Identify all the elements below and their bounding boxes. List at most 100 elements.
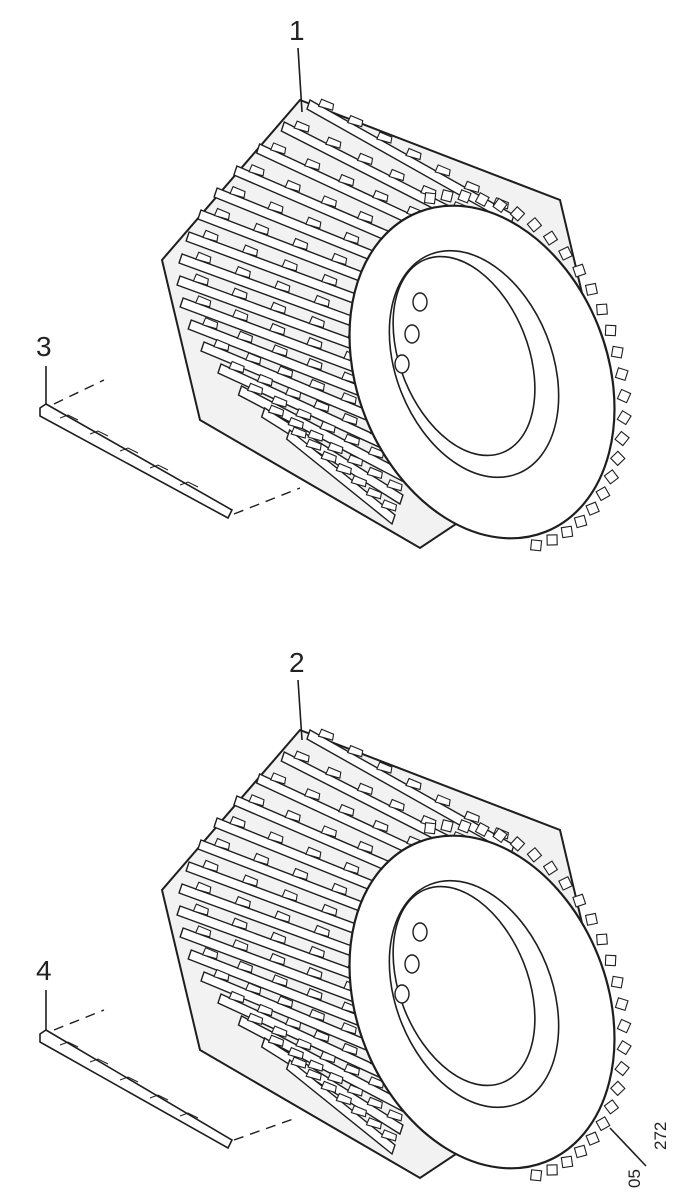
- drum-tooth: [236, 960, 254, 974]
- drum-tooth: [271, 344, 288, 357]
- drum-tooth: [284, 1016, 302, 1030]
- reference-divider: [609, 1127, 647, 1167]
- drum-bore-inner: [392, 255, 536, 457]
- drum-tooth: [320, 450, 337, 464]
- drum-tooth: [307, 1059, 324, 1072]
- mounting-hole-icon: [412, 922, 428, 942]
- drum-tooth: [271, 395, 288, 408]
- drum-tooth: [388, 798, 405, 812]
- fit-line: [233, 487, 301, 515]
- drum-tooth: [202, 229, 219, 243]
- drum-tooth: [269, 142, 287, 155]
- drum-tooth: [346, 114, 364, 128]
- drum-tooth: [313, 924, 330, 938]
- mounting-hole-icon: [404, 324, 420, 344]
- rim-tooth: [542, 230, 559, 246]
- drum-tooth: [305, 846, 322, 859]
- drum-tooth: [346, 1084, 364, 1097]
- drum-tooth: [308, 315, 325, 329]
- drum-tooth: [434, 794, 451, 807]
- drum-tooth: [327, 1071, 344, 1085]
- rim-tooth: [616, 410, 632, 426]
- drum-tooth: [365, 1117, 383, 1130]
- rim-tooth: [604, 324, 617, 337]
- drum-tooth: [308, 945, 325, 959]
- fit-line: [53, 379, 105, 405]
- rim-tooth: [573, 514, 588, 529]
- drum-tooth: [231, 917, 248, 930]
- drum-tooth: [256, 373, 274, 387]
- drum-tooth: [276, 365, 294, 378]
- drum-tooth: [376, 131, 393, 144]
- drum-tooth: [231, 287, 248, 300]
- drum-tooth: [201, 317, 219, 330]
- rim-tooth: [584, 912, 599, 926]
- drum-tooth: [319, 420, 336, 434]
- drum-tooth: [405, 147, 422, 161]
- drum-tooth: [365, 487, 383, 500]
- drum-tooth: [325, 136, 342, 149]
- reference-top: 05: [625, 1169, 644, 1188]
- drum-bar: [285, 428, 396, 526]
- drum-tooth: [317, 98, 335, 111]
- rim-tooth: [492, 827, 508, 844]
- rim-tooth: [603, 469, 620, 485]
- drum-tooth: [267, 1034, 285, 1047]
- mounting-hole-icon: [394, 354, 410, 374]
- mounting-hole-icon: [404, 954, 420, 974]
- fit-line: [233, 1117, 297, 1141]
- drum-tooth: [308, 378, 325, 392]
- drum-tooth: [195, 881, 212, 894]
- rim-tooth: [526, 846, 543, 863]
- drum-tooth: [291, 237, 309, 251]
- rim-tooth: [542, 860, 559, 876]
- drum-tooth: [241, 874, 259, 887]
- drum-tooth: [274, 910, 291, 923]
- drum-tooth: [305, 438, 322, 451]
- drum-tooth: [330, 252, 348, 266]
- drum-tooth: [293, 120, 310, 133]
- drum-tooth: [231, 939, 249, 952]
- rim-tooth: [585, 1131, 600, 1146]
- drum-tooth: [234, 265, 251, 279]
- drum-tooth: [372, 819, 389, 833]
- drum-bar: [285, 1058, 396, 1156]
- rim-tooth: [474, 821, 490, 838]
- drum-tooth: [231, 309, 249, 322]
- rim-tooth: [573, 1144, 588, 1159]
- drum-tooth: [229, 185, 246, 199]
- drum-bore-inner: [392, 885, 536, 1087]
- drum-tooth: [341, 412, 358, 426]
- rim-tooth: [584, 282, 599, 296]
- drum-tooth: [284, 809, 301, 823]
- drum-tooth: [313, 294, 330, 308]
- rim-tooth: [546, 1164, 558, 1176]
- rim-tooth: [526, 216, 543, 233]
- reference-bottom: 272: [651, 1122, 670, 1150]
- rim-tooth: [572, 893, 587, 908]
- drum-tooth: [463, 810, 480, 824]
- drum-tooth: [350, 474, 367, 488]
- drum-tooth: [366, 1096, 383, 1110]
- rim-tooth: [423, 822, 437, 835]
- rim-tooth: [604, 954, 617, 967]
- drum-tooth: [380, 499, 398, 512]
- drum-tooth: [346, 744, 364, 758]
- callout-number: 1: [289, 15, 305, 46]
- drum-tooth: [284, 179, 301, 193]
- rim-tooth: [558, 875, 573, 891]
- drum-tooth: [341, 1042, 358, 1056]
- drum-tooth: [434, 164, 451, 177]
- rim-tooth: [609, 450, 626, 467]
- wear-strip-icon: [39, 1029, 234, 1150]
- drum-tooth: [343, 1063, 360, 1076]
- drum-tooth: [320, 195, 337, 208]
- drum-tooth: [248, 794, 265, 807]
- callout-number: 4: [36, 955, 52, 986]
- drum-tooth: [290, 426, 307, 439]
- drum-tooth: [291, 867, 309, 881]
- mounting-hole-icon: [412, 292, 428, 312]
- rim-tooth: [530, 539, 543, 552]
- drum-tooth: [267, 831, 284, 844]
- drum-tooth: [274, 280, 291, 293]
